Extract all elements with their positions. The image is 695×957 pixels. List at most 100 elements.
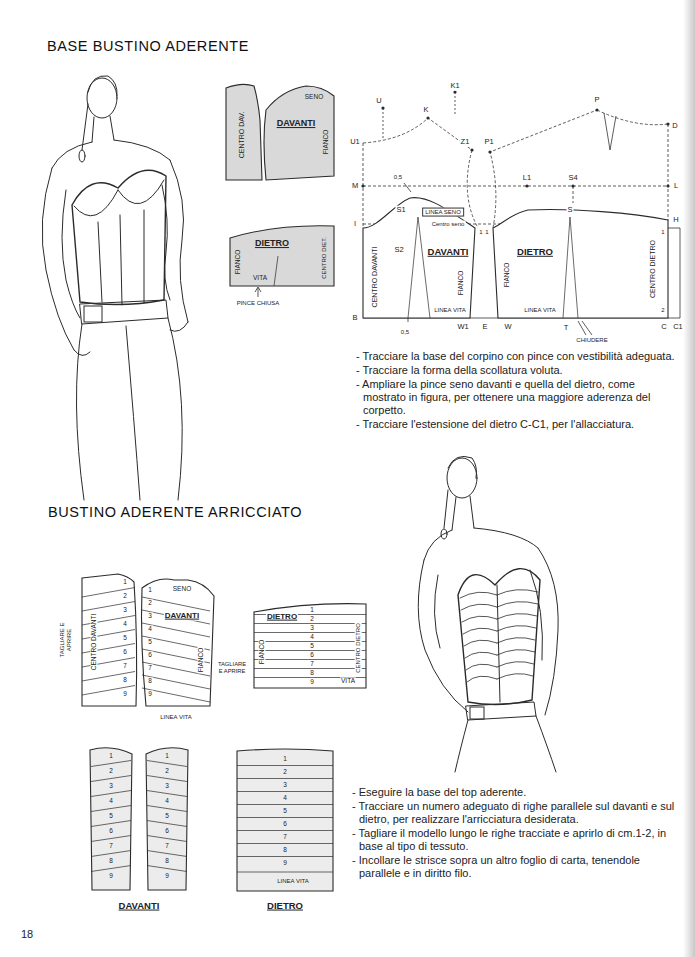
strip-number: 3 — [147, 612, 153, 619]
cut-line — [91, 851, 131, 857]
point-label: D — [671, 122, 678, 131]
strip-number: 5 — [108, 812, 114, 819]
draft-point — [361, 184, 364, 187]
piece-label: CENTRO DIETRO — [649, 239, 657, 299]
point-label: U — [375, 97, 382, 106]
cut-line — [237, 778, 333, 779]
draft-guide-lines — [455, 92, 456, 116]
strip-number: 6 — [309, 651, 315, 658]
strip-number: 5 — [309, 642, 315, 649]
point-label: S4 — [567, 174, 578, 183]
strip-number: 9 — [108, 872, 114, 879]
point-label: T — [563, 324, 570, 333]
draft-guide-lines — [363, 118, 472, 150]
point-label: S1 — [395, 206, 406, 215]
draft-guide-lines — [363, 186, 668, 187]
piece-outline — [82, 574, 137, 706]
strip-number: 8 — [108, 857, 114, 864]
fashion-figure — [452, 496, 474, 530]
cut-line — [142, 675, 210, 689]
fashion-figure — [84, 306, 102, 322]
fashion-figure — [92, 116, 114, 142]
strip-number: 7 — [108, 842, 114, 849]
piece-label: CENTRO DAV. — [238, 111, 246, 160]
strip-number: 4 — [309, 633, 315, 640]
draft-point — [453, 90, 456, 93]
strip-number: 3 — [164, 782, 170, 789]
cut-line — [237, 872, 333, 873]
piece-label: CENTRO DAVANTI — [90, 613, 97, 671]
instruction-list: - Eseguire la base del top aderente.- Tr… — [352, 786, 676, 881]
piece-label: VITA — [340, 677, 356, 684]
point-label: W1 — [456, 323, 469, 332]
cut-line — [142, 597, 210, 611]
cut-line — [91, 776, 131, 782]
fashion-figure — [42, 168, 80, 350]
cut-line — [147, 791, 187, 797]
point-label: 1 — [484, 229, 489, 236]
piece-label: SENO — [304, 93, 324, 100]
strip-number: 5 — [147, 638, 153, 645]
cut-line — [142, 623, 210, 637]
pattern-piece: 123456789LINEA VITA — [233, 745, 337, 895]
piece-outline — [264, 86, 334, 180]
piece-label: FIANCO — [322, 129, 329, 156]
draft-guide-lines — [597, 110, 668, 125]
piece-label: DAVANTI — [164, 612, 200, 621]
line-label: LINEA VITA — [159, 714, 193, 721]
fashion-figure — [466, 702, 536, 720]
cut-line — [237, 804, 333, 805]
pattern-piece: CENTRO DAV.DAVANTISENOFIANCO — [222, 80, 338, 184]
strip-number: 3 — [282, 781, 288, 788]
draft-point — [470, 148, 473, 151]
draft-point — [595, 108, 598, 111]
scan-edge-shade — [683, 0, 695, 957]
strip-number: 5 — [282, 807, 288, 814]
strip-number: 6 — [147, 651, 153, 658]
page-title: BASE BUSTINO ADERENTE — [47, 38, 249, 54]
piece-outline — [78, 572, 140, 710]
strip-number: 7 — [309, 660, 315, 667]
pattern-piece: SENODAVANTIFIANCO123456789 — [138, 574, 218, 710]
strip-number: 4 — [164, 797, 170, 804]
piece-label: DAVANTI — [427, 247, 470, 257]
strip-number: 7 — [164, 842, 170, 849]
instruction-text: - Ampliare la pince seno davanti e quell… — [356, 378, 676, 417]
piece-label: CENTRO DAVANTI — [371, 246, 379, 309]
cut-line — [563, 217, 578, 318]
strip-number: 1 — [309, 606, 315, 613]
fashion-figure — [455, 716, 556, 772]
point-label: S — [566, 206, 573, 215]
line-label: Centro seno — [431, 221, 466, 228]
strip-number: 2 — [147, 599, 153, 606]
draft-guide-lines — [467, 150, 478, 228]
strip-number: 5 — [164, 812, 170, 819]
strip-number: 9 — [164, 872, 170, 879]
fashion-figure — [79, 150, 85, 162]
strip-number: 7 — [282, 833, 288, 840]
point-label: U1 — [349, 138, 361, 147]
fashion-figure — [444, 490, 448, 528]
cut-line — [147, 821, 187, 827]
cut-line — [91, 866, 131, 872]
point-label: L — [673, 182, 679, 191]
point-label: K — [422, 106, 429, 115]
strip-number: 2 — [108, 767, 114, 774]
pattern-note: TAGLIARE E APRIRE — [59, 619, 73, 661]
fashion-figure — [52, 140, 170, 168]
point-label: M — [351, 182, 359, 191]
pattern-piece: 123456789 — [86, 742, 136, 894]
draft-point — [666, 122, 669, 125]
cut-line — [147, 836, 187, 842]
draft-guide-lines — [668, 124, 669, 220]
piece-label: FIANCO — [234, 249, 241, 276]
point-label: S2 — [393, 246, 404, 255]
instruction-text: - Incollare le strisce sopra un altro fo… — [352, 854, 676, 880]
fashion-figure — [470, 707, 484, 719]
cut-line — [147, 866, 187, 872]
cut-line — [147, 776, 187, 782]
cut-line — [237, 791, 333, 792]
piece-label: FIANCO — [197, 647, 204, 674]
fashion-figure — [448, 456, 477, 478]
